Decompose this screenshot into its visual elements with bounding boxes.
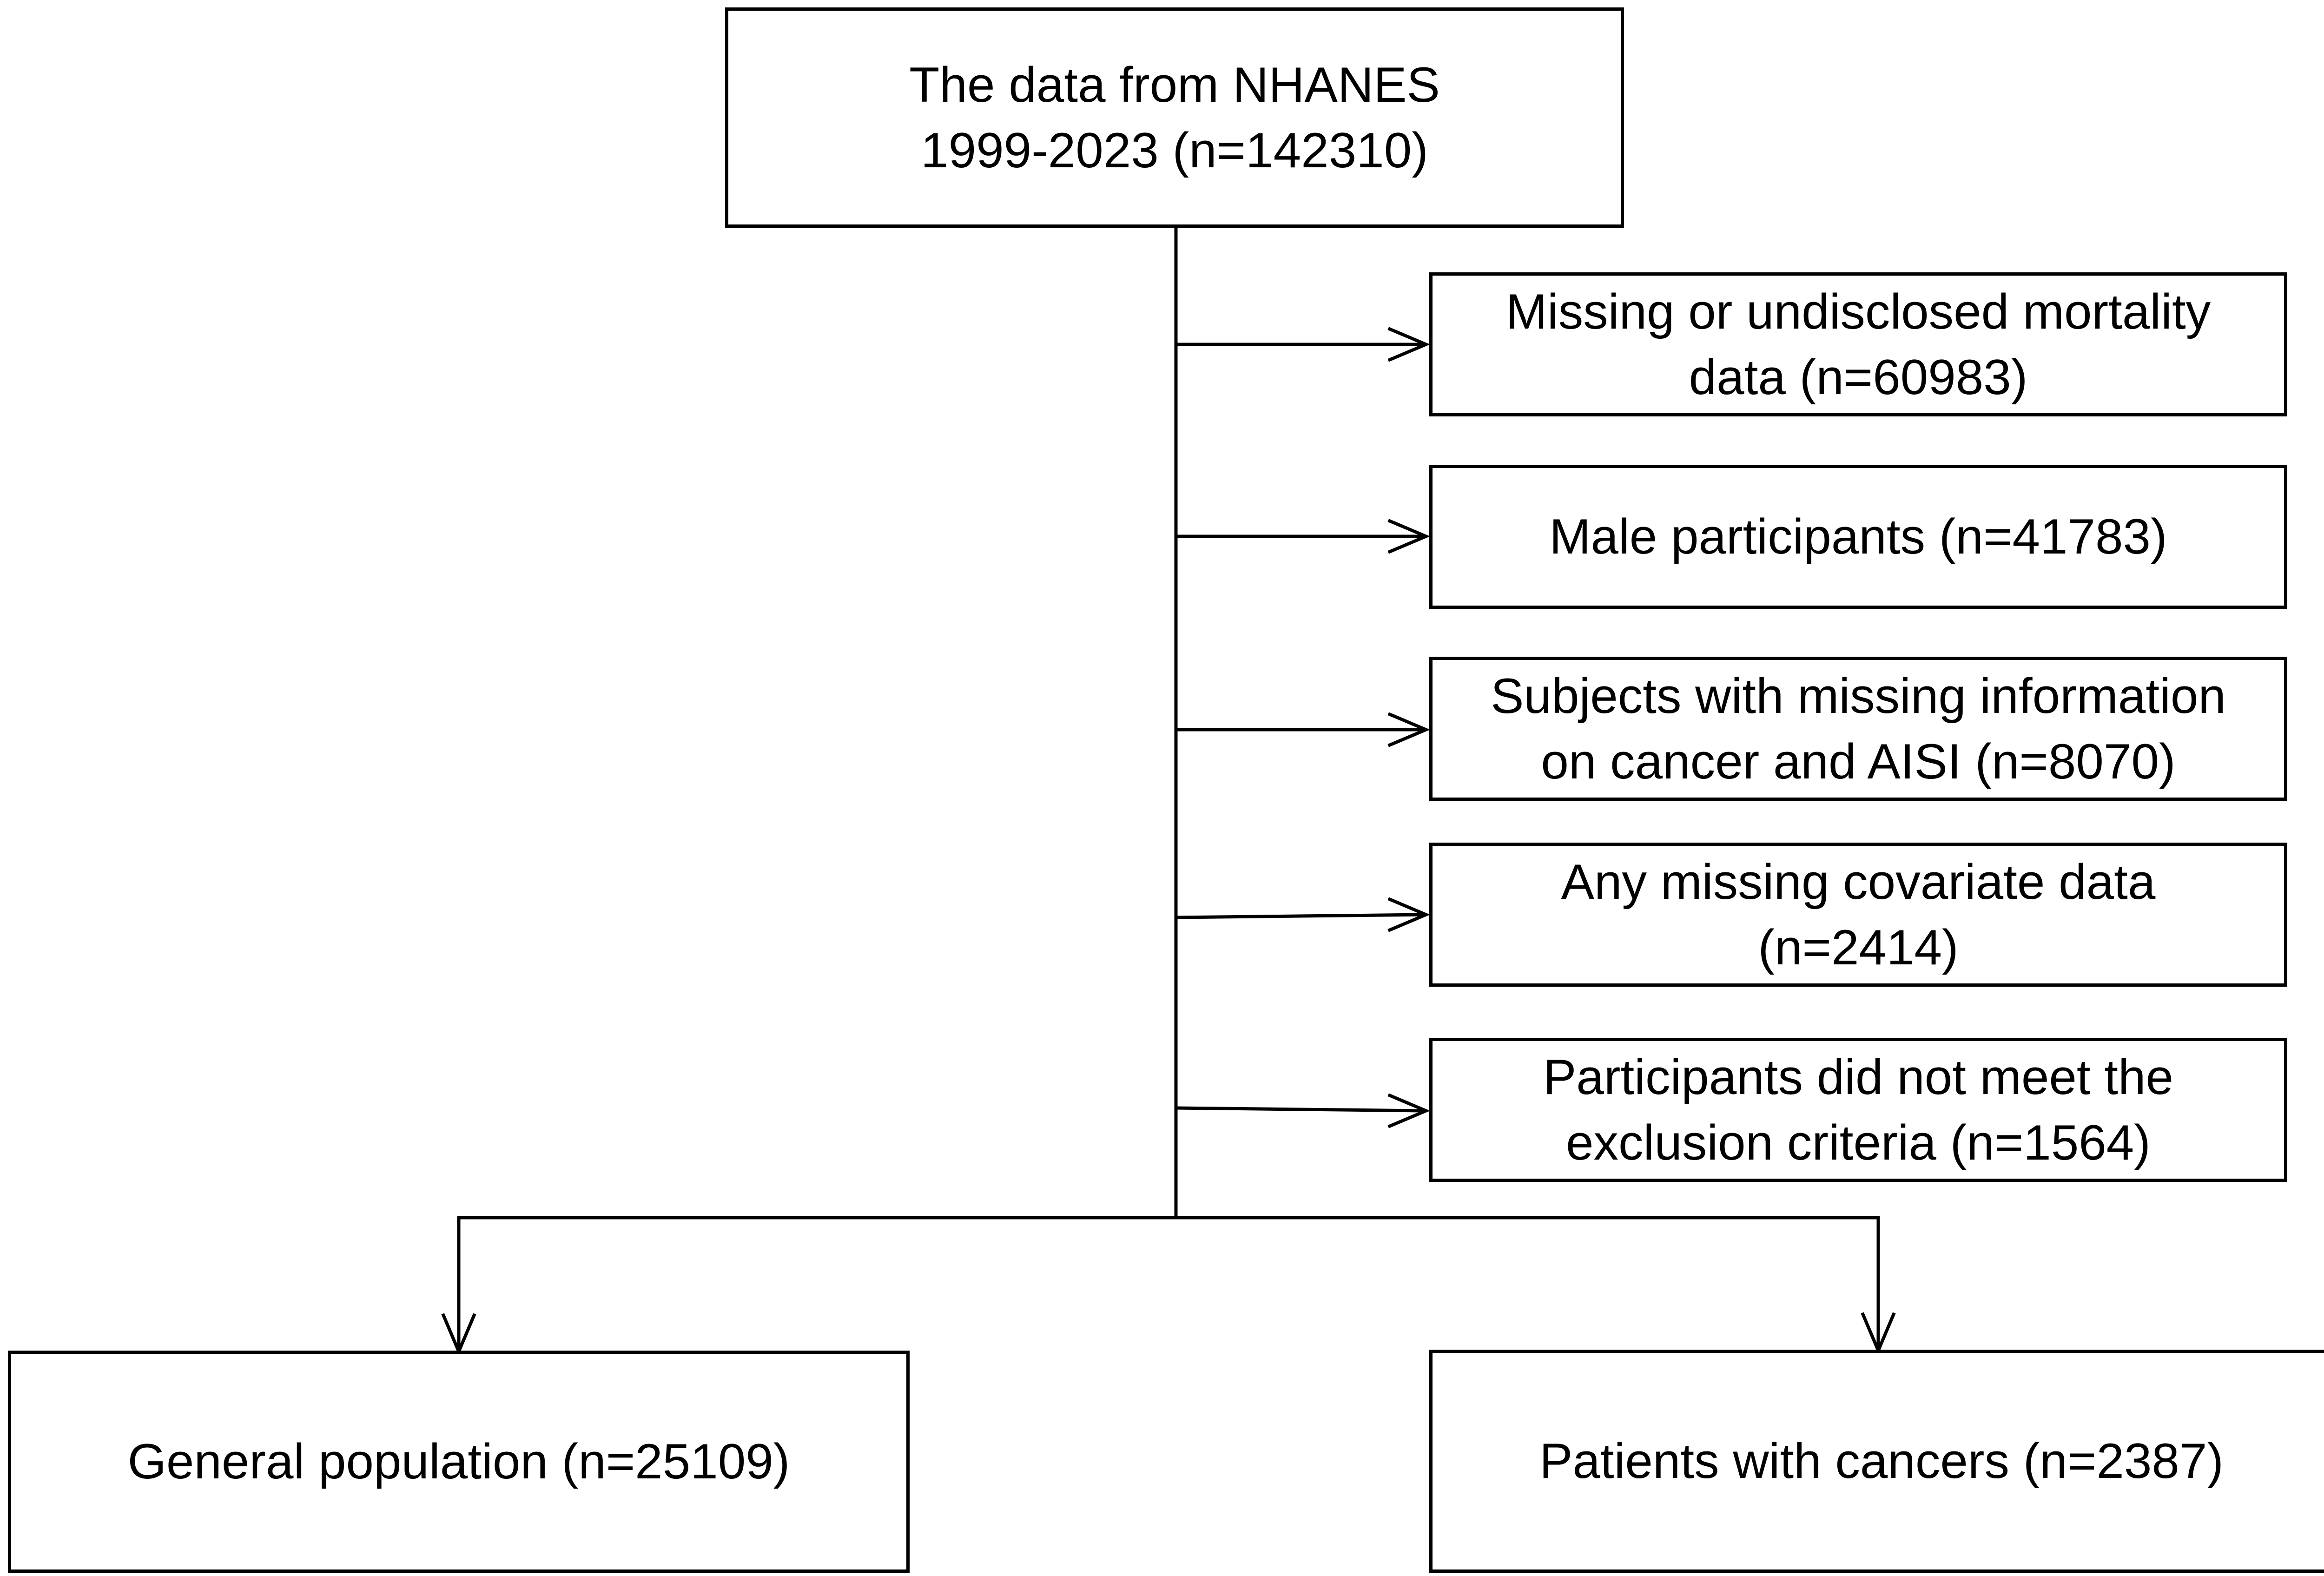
exclusion-box-cancer-aisi: Subjects with missing information on can… bbox=[1429, 657, 2287, 801]
outcome-box-patients-with-cancers: Patients with cancers (n=2387) bbox=[1429, 1350, 2324, 1573]
arrowhead-5 bbox=[1387, 1093, 1430, 1128]
exclusion-box-mortality: Missing or undisclosed mortality data (n… bbox=[1429, 272, 2287, 416]
exclusion-box-covariate: Any missing covariate data (n=2414) bbox=[1429, 843, 2287, 987]
arrowhead-3 bbox=[1387, 712, 1430, 747]
arrowhead-4 bbox=[1387, 897, 1430, 932]
exclusion-box-line2: data (n=60983) bbox=[1689, 349, 2028, 405]
exclusion-box-line1: Participants did not meet the bbox=[1543, 1048, 2174, 1105]
exclusion-box-line2: on cancer and AISI (n=8070) bbox=[1541, 733, 2176, 789]
outcome-box-label: General population (n=25109) bbox=[127, 1433, 790, 1490]
branch-line-4 bbox=[1174, 913, 1426, 919]
exclusion-box-line2: (n=2414) bbox=[1758, 919, 1959, 975]
exclusion-box-line1: Subjects with missing information bbox=[1491, 667, 2226, 724]
exclusion-box-criteria: Participants did not meet the exclusion … bbox=[1429, 1038, 2287, 1182]
exclusion-box-line1: Any missing covariate data bbox=[1561, 853, 2156, 910]
outcome-box-general-population: General population (n=25109) bbox=[8, 1351, 910, 1573]
exclusion-box-line1: Male participants (n=41783) bbox=[1549, 508, 2167, 565]
branch-line-5 bbox=[1174, 1106, 1426, 1113]
arrowhead-2 bbox=[1387, 519, 1430, 554]
exclusion-box-line1: Missing or undisclosed mortality bbox=[1505, 283, 2211, 339]
arrowhead-1 bbox=[1387, 327, 1430, 362]
outcome-box-label: Patients with cancers (n=2387) bbox=[1539, 1433, 2224, 1489]
source-box-line1: The data from NHANES bbox=[909, 56, 1440, 112]
exclusion-box-line2: exclusion criteria (n=1564) bbox=[1566, 1114, 2151, 1170]
source-box-line2: 1999-2023 (n=142310) bbox=[921, 122, 1428, 178]
source-box: The data from NHANES 1999-2023 (n=142310… bbox=[725, 7, 1624, 228]
exclusion-box-male: Male participants (n=41783) bbox=[1429, 465, 2287, 609]
